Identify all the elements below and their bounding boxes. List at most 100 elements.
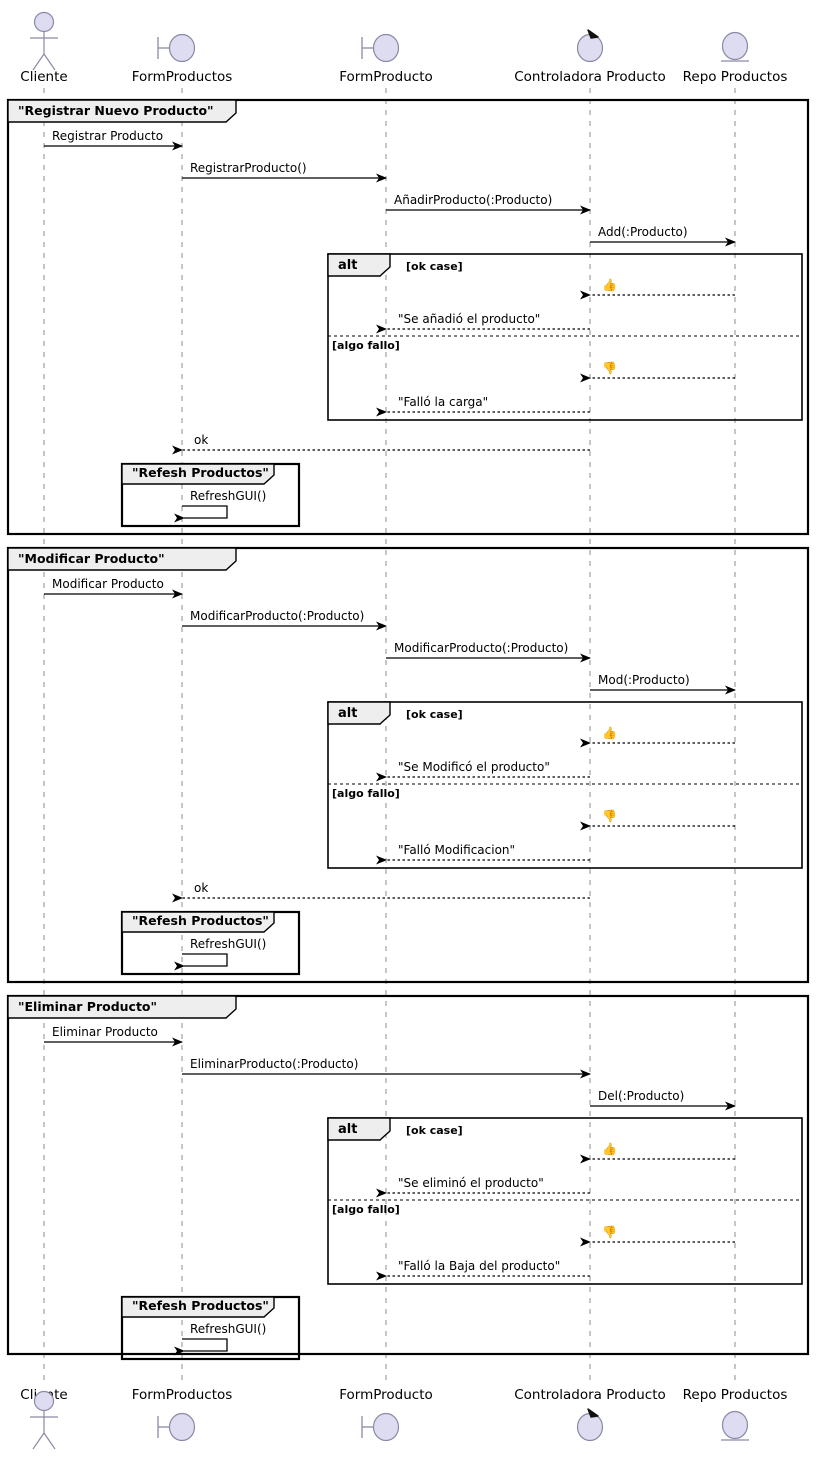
boundary-icon xyxy=(157,1412,196,1442)
frame-modificar-msg-m8-label: ModificarProducto(:Producto) xyxy=(394,641,568,655)
participant-label-formproducto: FormProducto xyxy=(339,69,433,85)
alt-registrar-branch-1-msg-a4-label: "Falló la carga" xyxy=(398,395,488,409)
boundary-circle xyxy=(372,1412,400,1442)
alt-modificar: alt[ok case][algo fallo] xyxy=(327,701,803,869)
participant-label-repo: Repo Productos xyxy=(683,69,788,85)
frames-layer: "Registrar Nuevo Producto" alt [ok case] [a… xyxy=(6,98,810,1361)
participant-footer-formproductos: FormProductos xyxy=(132,1387,232,1442)
frame-registrar-msg-m2-label: RegistrarProducto() xyxy=(190,161,307,175)
control-circle xyxy=(576,1412,604,1442)
frame-eliminar-msg-m12: EliminarProducto(:Producto) xyxy=(182,1057,591,1079)
frame-registrar-msg-m2: RegistrarProducto() xyxy=(182,161,387,183)
boundary-icon xyxy=(157,33,196,63)
actor-leg-right xyxy=(43,53,56,71)
alt-modificar-guard-0: [ok case] xyxy=(406,708,463,721)
alt-registrar-branch-0-msg-a1-thumbs-up-icon: 👍 xyxy=(602,278,617,292)
alt-eliminar-branch-1-msg-c4: "Falló la Baja del producto" xyxy=(376,1259,590,1281)
participant-header-formproductos: FormProductos xyxy=(132,33,232,85)
alt-modificar-branch-0-msg-b1: 👍 xyxy=(580,726,735,748)
actor-head xyxy=(33,1390,55,1412)
alt-modificar-keyword-title: alt xyxy=(338,706,357,721)
subframe-refresh-3-self-message-label: RefreshGUI() xyxy=(190,1322,266,1336)
frame-modificar-header-shape xyxy=(7,547,237,571)
frame-modificar-msg-m7: ModificarProducto(:Producto) xyxy=(182,609,387,631)
alt-modificar-branch-1-msg-b3-thumbs-down-icon: 👎 xyxy=(602,809,617,823)
subframe-refresh-3-title: "Refesh Productos" xyxy=(132,1298,269,1313)
alt-eliminar-guard-1: [algo fallo] xyxy=(332,1203,400,1216)
alt-modificar-branch-1-msg-b4-label: "Falló Modificacion" xyxy=(398,843,515,857)
control-icon xyxy=(576,1408,604,1442)
frame-registrar-msg-m3: AñadirProducto(:Producto) xyxy=(386,193,591,215)
subframe-refresh-1-header-shape xyxy=(121,463,275,485)
subframe-refresh-2-self-message-path xyxy=(174,953,228,971)
frame-eliminar-msg-m13-label: Del(:Producto) xyxy=(598,1089,684,1103)
frame-modificar: "Modificar Producto" xyxy=(6,546,810,984)
participant-footer-formproducto: FormProducto xyxy=(339,1387,433,1442)
frame-eliminar-msg-m11: Eliminar Producto xyxy=(44,1025,183,1047)
alt-modificar-branch-1-msg-b4: "Falló Modificacion" xyxy=(376,843,590,865)
frame-modificar-msg-m8: ModificarProducto(:Producto) xyxy=(386,641,591,663)
entity-icon xyxy=(721,31,749,62)
entity-icon xyxy=(721,1410,749,1441)
frame-eliminar-msg-m11-label: Eliminar Producto xyxy=(52,1025,158,1039)
frame-eliminar-title: "Eliminar Producto" xyxy=(18,999,157,1014)
frame-modificar-msg-m7-label: ModificarProducto(:Producto) xyxy=(190,609,364,623)
entity-circle xyxy=(721,31,749,61)
alt-eliminar-guard-0: [ok case] xyxy=(406,1124,463,1137)
actor-leg-left xyxy=(32,53,45,71)
subframe-refresh-1-self-message-path xyxy=(174,505,228,523)
frame-registrar-msg-m1: Registrar Producto xyxy=(44,129,183,151)
frame-modificar-border xyxy=(6,546,810,984)
frame-registrar-msg-m5-label: ok xyxy=(194,433,208,447)
alt-registrar-branch-0-msg-a2-label: "Se añadió el producto" xyxy=(398,312,540,326)
alt-registrar-guard-0: [ok case] xyxy=(406,260,463,273)
participant-header-controladora: Controladora Producto xyxy=(514,29,666,85)
alt-modificar-branch-0-msg-b2: "Se Modificó el producto" xyxy=(376,760,590,782)
alt-eliminar-branch-1-msg-c3-thumbs-down-icon: 👎 xyxy=(602,1225,617,1239)
frame-modificar-title: "Modificar Producto" xyxy=(18,551,165,566)
frame-registrar-msg-m4: Add(:Producto) xyxy=(590,225,736,247)
participant-label-cliente: Cliente xyxy=(20,69,67,85)
subframe-refresh-1-title: "Refesh Productos" xyxy=(132,465,269,480)
alt-registrar-branch-1-msg-a4: "Falló la carga" xyxy=(376,395,590,417)
frame-modificar-msg-m6-label: Modificar Producto xyxy=(52,577,164,591)
alt-eliminar-branch-1-msg-c3: 👎 xyxy=(580,1225,735,1247)
frame-registrar-title: "Registrar Nuevo Producto" xyxy=(18,103,214,118)
control-arrow xyxy=(587,1408,599,1418)
subframe-refresh-2: "Refesh Productos" xyxy=(120,910,301,976)
alt-modificar-branch-1-msg-b3: 👎 xyxy=(580,809,735,831)
frame-modificar-msg-m9: Mod(:Producto) xyxy=(590,673,736,695)
participant-label-controladora: Controladora Producto xyxy=(514,69,666,85)
participant-footer-controladora: Controladora Producto xyxy=(514,1387,666,1442)
subframe-refresh-2-title: "Refesh Productos" xyxy=(132,913,269,928)
alt-registrar-keyword-title: alt xyxy=(338,258,357,273)
subframe-refresh-1: "Refesh Productos" xyxy=(120,462,301,528)
frame-registrar-msg-m4-label: Add(:Producto) xyxy=(598,225,688,239)
control-icon xyxy=(576,29,604,63)
control-arrow xyxy=(587,29,599,39)
frame-eliminar-border xyxy=(6,994,810,1356)
alt-registrar-guard-1: [algo fallo] xyxy=(332,339,400,352)
participant-footer-repo: Repo Productos xyxy=(683,1387,788,1441)
frame-registrar-header-shape xyxy=(7,99,237,123)
frame-registrar-msg-m5: ok xyxy=(172,433,590,455)
subframe-refresh-1-self-message-label: RefreshGUI() xyxy=(190,489,266,503)
participant-footer-label-controladora: Controladora Producto xyxy=(514,1387,666,1403)
frame-registrar-border xyxy=(6,98,810,536)
actor-head xyxy=(33,11,55,33)
alt-registrar-branch-1-msg-a3: 👎 xyxy=(580,361,735,383)
subframe-refresh-2-header-shape xyxy=(121,911,275,933)
boundary-icon xyxy=(361,1412,400,1442)
subframe-refresh-2-self-message-label: RefreshGUI() xyxy=(190,937,266,951)
boundary-circle xyxy=(372,33,400,63)
participant-footer-label-repo: Repo Productos xyxy=(683,1387,788,1403)
alt-eliminar: alt[ok case][algo fallo] xyxy=(327,1117,803,1285)
alt-modificar-branch-0-msg-b1-thumbs-up-icon: 👍 xyxy=(602,726,617,740)
participant-header-formproducto: FormProducto xyxy=(339,33,433,85)
alt-modificar-border xyxy=(327,701,803,869)
boundary-icon xyxy=(361,33,400,63)
frame-registrar: "Registrar Nuevo Producto" xyxy=(6,98,810,536)
alt-registrar-border xyxy=(327,253,803,421)
